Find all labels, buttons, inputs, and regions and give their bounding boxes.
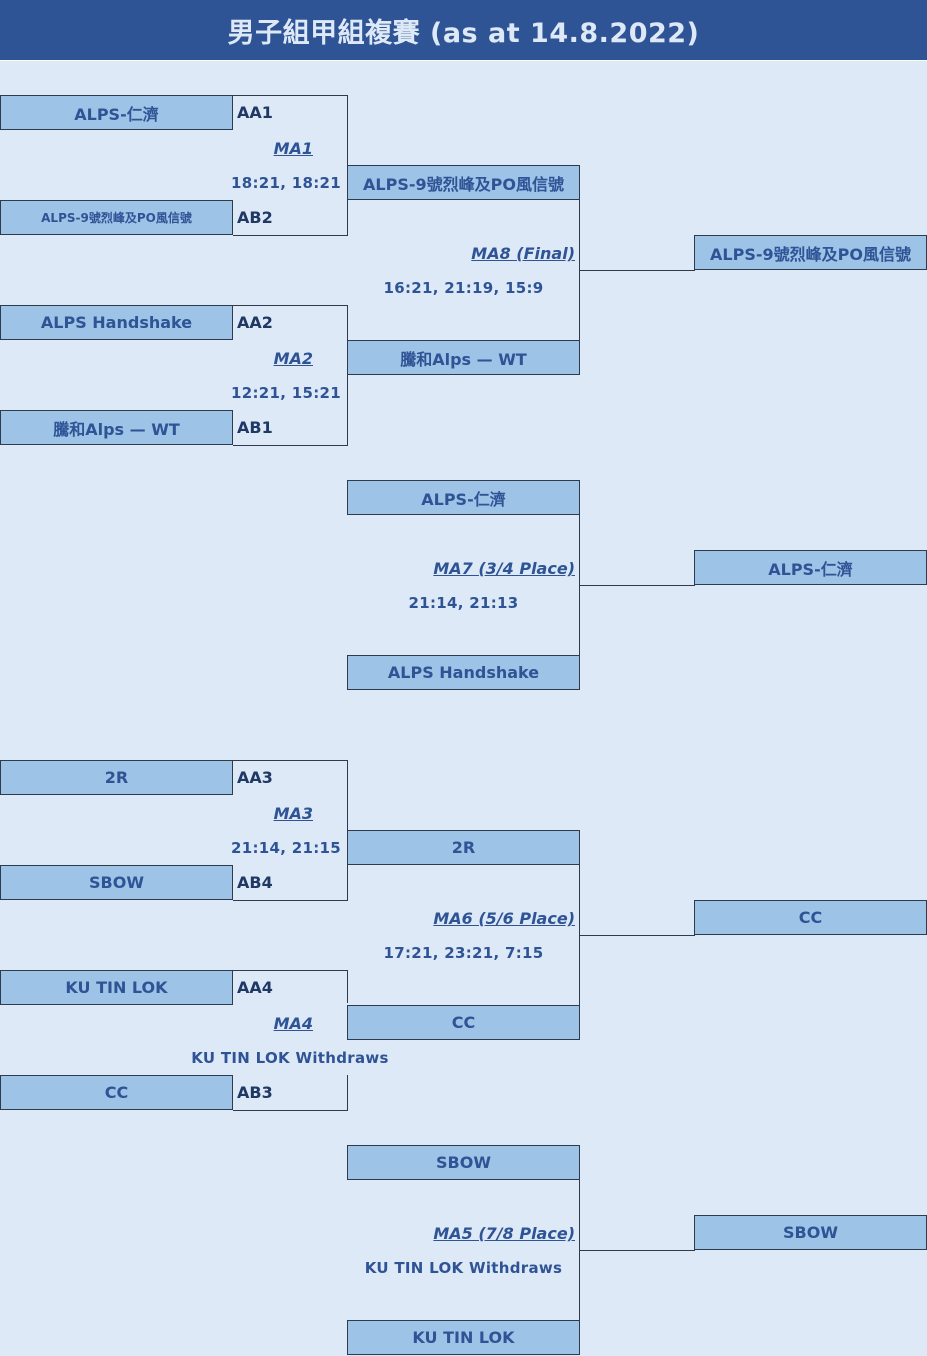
- winner-box: SBOW: [694, 1215, 927, 1250]
- match-label: MA2: [273, 349, 313, 368]
- bracket-line: [579, 270, 695, 271]
- team-box: 騰和Alps — WT: [347, 340, 580, 375]
- team-box: CC: [0, 1075, 233, 1110]
- bracket-line: [347, 970, 348, 1003]
- match-label: MA6 (5/6 Place): [433, 909, 575, 928]
- match-label: MA4: [273, 1014, 313, 1033]
- match-label: MA8 (Final): [471, 244, 575, 263]
- match-score: 17:21, 23:21, 7:15: [383, 944, 544, 962]
- winner-box: ALPS-9號烈峰及PO風信號: [694, 235, 927, 270]
- bracket-line: [347, 305, 348, 446]
- match-score: 21:14, 21:15: [230, 839, 341, 857]
- seed-code: AB1: [237, 418, 273, 437]
- bracket-line: [233, 900, 348, 901]
- match-score: 12:21, 15:21: [230, 384, 341, 402]
- bracket-line: [233, 970, 348, 971]
- team-box: 騰和Alps — WT: [0, 410, 233, 445]
- team-box: SBOW: [347, 1145, 580, 1180]
- match-score: 21:14, 21:13: [408, 594, 519, 612]
- match-score: KU TIN LOK Withdraws: [191, 1049, 389, 1067]
- team-box: ALPS-仁濟: [0, 95, 233, 130]
- seed-code: AB2: [237, 208, 273, 227]
- team-box: 2R: [0, 760, 233, 795]
- team-box: SBOW: [0, 865, 233, 900]
- team-box: ALPS-9號烈峰及PO風信號: [0, 200, 233, 235]
- team-box: ALPS-9號烈峰及PO風信號: [347, 165, 580, 200]
- page-header: 男子組甲組複賽 (as at 14.8.2022): [0, 0, 927, 61]
- match-label: MA5 (7/8 Place): [433, 1224, 575, 1243]
- bracket-line: [347, 1075, 348, 1111]
- team-box: KU TIN LOK: [0, 970, 233, 1005]
- winner-box: ALPS-仁濟: [694, 550, 927, 585]
- team-box: KU TIN LOK: [347, 1320, 580, 1355]
- team-box: 2R: [347, 830, 580, 865]
- seed-code: AA2: [237, 313, 273, 332]
- bracket-line: [579, 585, 695, 586]
- team-box: ALPS Handshake: [347, 655, 580, 690]
- bracket-line: [233, 95, 348, 96]
- seed-code: AA1: [237, 103, 273, 122]
- bracket-line: [579, 935, 695, 936]
- match-score: 16:21, 21:19, 15:9: [383, 279, 544, 297]
- seed-code: AB3: [237, 1083, 273, 1102]
- team-box: ALPS-仁濟: [347, 480, 580, 515]
- seed-code: AA3: [237, 768, 273, 787]
- match-label: MA3: [273, 804, 313, 823]
- page-title: 男子組甲組複賽 (as at 14.8.2022): [227, 18, 700, 49]
- match-label: MA1: [273, 139, 313, 158]
- seed-code: AA4: [237, 978, 273, 997]
- bracket-line: [233, 445, 348, 446]
- bracket-line: [233, 305, 348, 306]
- match-score: 18:21, 18:21: [230, 174, 341, 192]
- seed-code: AB4: [237, 873, 273, 892]
- bracket-line: [233, 760, 348, 761]
- bracket-line: [233, 235, 348, 236]
- winner-box: CC: [694, 900, 927, 935]
- bracket-line: [579, 1250, 695, 1251]
- team-box: ALPS Handshake: [0, 305, 233, 340]
- match-label: MA7 (3/4 Place): [433, 559, 575, 578]
- match-score: KU TIN LOK Withdraws: [364, 1259, 563, 1277]
- bracket-line: [233, 1110, 348, 1111]
- team-box: CC: [347, 1005, 580, 1040]
